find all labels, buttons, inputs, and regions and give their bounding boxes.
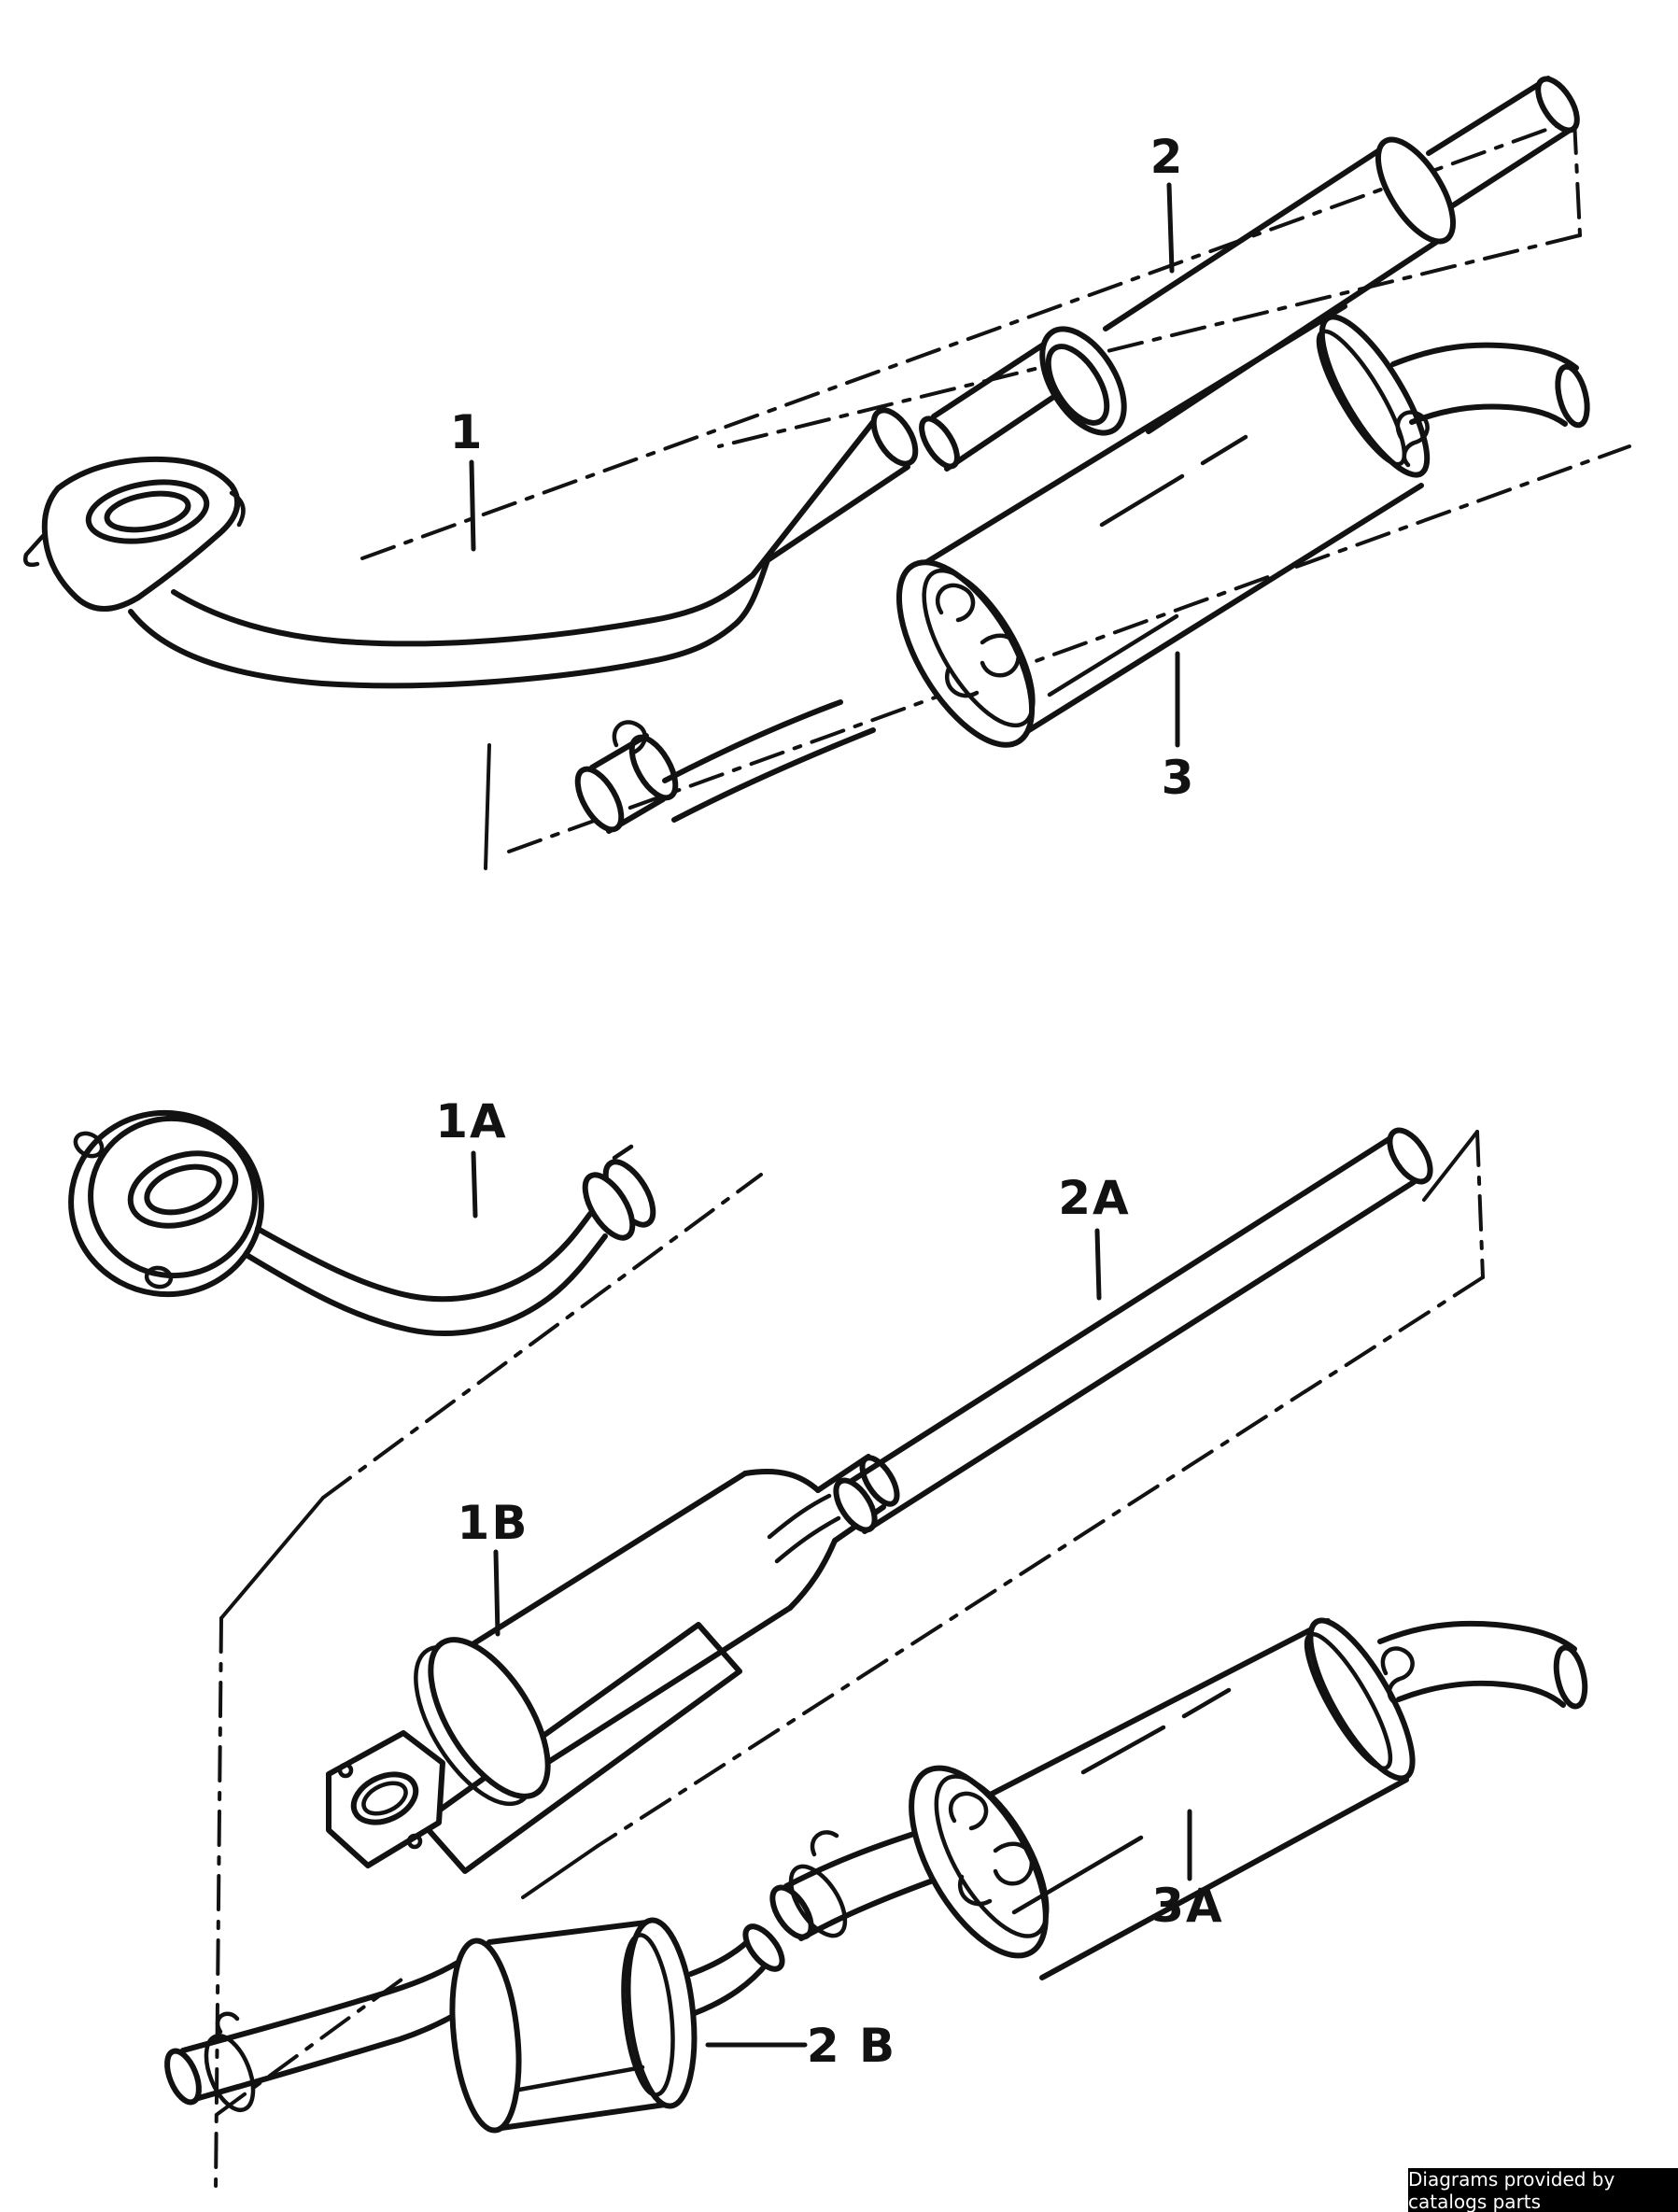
part-3a-rear-silencer[interactable] — [765, 1608, 1589, 1980]
part-1a-front-pipe[interactable] — [59, 1101, 662, 1337]
part-1b-catalytic-converter[interactable] — [326, 1452, 904, 1874]
callout-2a[interactable]: 2A — [1058, 1171, 1131, 1225]
callout-3[interactable]: 3 — [1162, 751, 1196, 805]
callout-2[interactable]: 2 — [1150, 130, 1185, 184]
part-2-centre-silencer[interactable] — [915, 73, 1586, 472]
callout-labels: 1 2 3 1A 2A 1B 2 B 3A — [435, 130, 1224, 2073]
part-3-rear-silencer[interactable] — [569, 303, 1592, 836]
part-2a-centre-pipe[interactable] — [828, 1123, 1438, 1536]
part-1-front-pipe[interactable] — [23, 403, 924, 689]
phantom-frame-top — [360, 118, 1631, 870]
watermark-text: Diagrams provided by catalogs parts — [1408, 2167, 1615, 2212]
callout-1[interactable]: 1 — [450, 405, 485, 459]
callout-3a[interactable]: 3A — [1151, 1879, 1224, 1933]
callout-2b[interactable]: 2 B — [807, 2019, 896, 2073]
watermark-badge: Diagrams provided by catalogs parts — [1408, 2168, 1678, 2212]
callout-1b[interactable]: 1B — [458, 1496, 529, 1550]
part-2b-middle-silencer[interactable] — [161, 1917, 789, 2134]
callout-1a[interactable]: 1A — [435, 1094, 508, 1148]
callout-leaders — [469, 182, 1192, 2048]
